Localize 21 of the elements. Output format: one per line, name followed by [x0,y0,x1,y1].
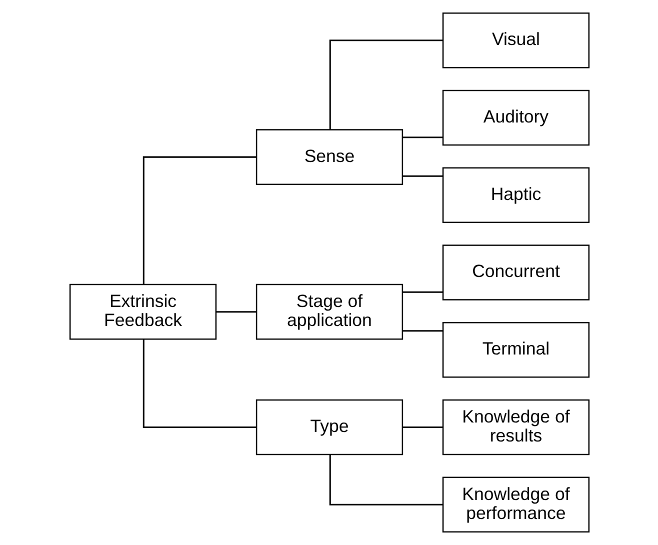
connector [402,330,443,332]
connector [402,175,443,177]
node-box: Extrinsic Feedback [68,284,216,340]
node-box: Auditory [442,90,590,146]
connector [328,454,442,506]
node-box: Visual [442,12,590,68]
connector [402,136,443,138]
node-box: Type [255,399,403,456]
connector [402,426,443,428]
connector [402,291,443,293]
node-box: Knowledge of results [442,399,590,456]
node-box: Stage of application [255,284,403,340]
node-box: Concurrent [442,244,590,300]
connector [216,311,256,313]
node-box: Knowledge of performance [442,476,590,533]
connector [142,339,256,428]
connector [328,40,442,130]
node-box: Sense [255,129,403,185]
node-box: Haptic [442,167,590,224]
connector [142,156,256,285]
node-box: Terminal [442,322,590,378]
